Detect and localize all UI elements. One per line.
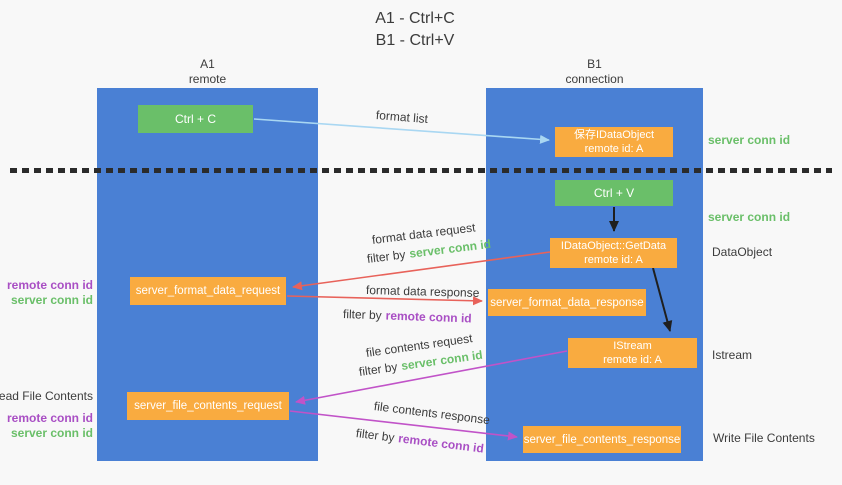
node-save-idataobject-line1: 保存IDataObject: [573, 129, 655, 141]
left-conn-id-block-2: remote conn id server conn id: [7, 411, 93, 441]
side-label-istream: Istream: [712, 348, 753, 362]
remote-conn-id-text: remote conn id: [397, 431, 485, 456]
node-istream: IStream remote id: A: [568, 338, 697, 368]
left-server-conn-id-1: server conn id: [10, 293, 93, 307]
node-ctrl-c: Ctrl + C: [138, 105, 253, 133]
column-a1-name: A1: [200, 57, 215, 71]
filter-by-text: filter by: [358, 359, 399, 379]
node-istream-line2: remote id: A: [603, 354, 662, 366]
node-server-format-data-request: server_format_data_request: [130, 277, 286, 305]
filter-by-text: filter by: [342, 307, 382, 323]
title-line-1: A1 - Ctrl+C: [375, 10, 455, 27]
left-conn-id-block-1: remote conn id server conn id: [7, 278, 93, 308]
side-label-server-conn-id-mid: server conn id: [708, 210, 791, 224]
title-line-2: B1 - Ctrl+V: [375, 32, 455, 49]
node-server-format-data-response: server_format_data_response: [488, 289, 646, 316]
label-file-contents-response: file contents response: [373, 399, 491, 428]
filter-by-text: filter by: [366, 247, 407, 266]
diagram-title: A1 - Ctrl+C B1 - Ctrl+V: [0, 8, 830, 52]
left-remote-conn-id-1: remote conn id: [6, 278, 93, 292]
node-idataobject-getdata: IDataObject::GetData remote id: A: [550, 238, 677, 268]
node-server-file-contents-request: server_file_contents_request: [127, 392, 289, 420]
filter-by-text: filter by: [355, 426, 396, 445]
node-istream-line1: IStream: [613, 340, 652, 352]
column-b1-name: B1: [587, 57, 602, 71]
node-save-idataobject: 保存IDataObject remote id: A: [555, 127, 673, 157]
label-format-data-response: format data response: [365, 283, 480, 300]
column-header-b1: B1 connection: [486, 57, 703, 87]
phase-separator-dotted-line: [10, 168, 832, 173]
column-b1-subtitle: connection: [565, 72, 624, 86]
column-header-a1: A1 remote: [97, 57, 318, 87]
side-label-server-conn-id-top: server conn id: [708, 133, 791, 147]
left-remote-conn-id-2: remote conn id: [6, 411, 93, 425]
label-format-list: format list: [375, 108, 429, 127]
node-server-file-contents-response: server_file_contents_response: [523, 426, 681, 453]
column-a1-subtitle: remote: [188, 72, 227, 86]
node-getdata-line1: IDataObject::GetData: [560, 240, 667, 252]
side-label-write-file-contents: Write File Contents: [713, 431, 815, 445]
side-label-read-file-contents: Read File Contents: [0, 389, 93, 403]
node-ctrl-v: Ctrl + V: [555, 180, 673, 206]
side-label-dataobject: DataObject: [712, 245, 773, 259]
node-getdata-line2: remote id: A: [584, 254, 643, 266]
remote-conn-id-text: remote conn id: [385, 308, 472, 326]
node-save-idataobject-line2: remote id: A: [584, 143, 644, 155]
left-server-conn-id-2: server conn id: [10, 426, 93, 440]
